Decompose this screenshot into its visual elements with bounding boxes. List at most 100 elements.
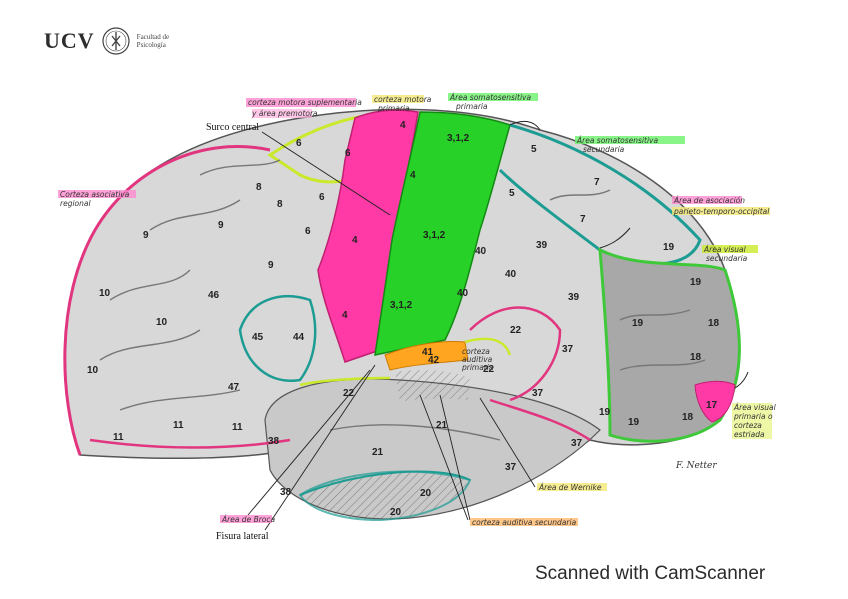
area-37: 37 [505, 462, 517, 473]
area-38: 38 [268, 436, 280, 447]
area-4: 4 [352, 235, 358, 246]
area-37: 37 [562, 344, 574, 355]
area-18: 18 [708, 318, 720, 329]
logo-subtitle-line1: Facultad de [136, 33, 170, 41]
ann-auditiva2: corteza auditiva secundaria [472, 518, 577, 527]
ann-visual2-1: Área visual [703, 245, 747, 254]
area-9: 9 [218, 220, 224, 231]
ann-auditiva1-3: primaria [461, 363, 494, 372]
ucv-logo: UCV Facultad de Psicología [44, 26, 177, 56]
area-10: 10 [156, 317, 168, 328]
ann-somato-2: primaria [455, 102, 488, 111]
ann-motora-2: primaria [377, 104, 410, 113]
lime-temporal-border [299, 337, 512, 387]
area-22: 22 [343, 388, 355, 399]
superior-temporal-hatch [395, 370, 470, 402]
ann-visual1-3: corteza [734, 421, 762, 430]
area-21: 21 [436, 420, 448, 431]
striate-area-17 [694, 380, 736, 423]
ann-motora-1: corteza motora [374, 95, 432, 104]
label-surco-central: Surco central [206, 122, 259, 133]
annotations: corteza motora suplementaria y área prem… [58, 93, 777, 527]
area-20: 20 [420, 488, 432, 499]
inferior-parietal-border [469, 306, 562, 402]
area-7: 7 [594, 177, 600, 188]
area-8: 8 [256, 182, 262, 193]
ucv-seal-icon [102, 27, 130, 55]
area-11: 11 [113, 432, 124, 443]
area-40: 40 [505, 269, 517, 280]
leader-lines [247, 120, 541, 531]
parietal-teal-border [498, 123, 702, 266]
area-4: 4 [342, 310, 348, 321]
area-22: 22 [483, 364, 495, 375]
logo-text: UCV [44, 28, 95, 53]
area-38: 38 [280, 487, 292, 498]
ann-visual2-2: secundaria [706, 254, 748, 263]
area-37: 37 [532, 388, 544, 399]
ann-asoc-regional-2: regional [60, 199, 91, 208]
netter-signature: F. Netter [675, 461, 717, 471]
area-19: 19 [663, 242, 675, 253]
scanner-watermark: Scanned with CamScanner [535, 563, 766, 584]
frontal-lower-border [89, 438, 291, 449]
area-7: 7 [580, 214, 586, 225]
brain-diagram: 4 4 4 4 3,1,2 3,1,2 3,1,2 6 6 6 6 8 8 9 … [58, 93, 777, 542]
ann-visual1-2: primaria o [733, 412, 773, 421]
area-41: 41 [422, 347, 434, 358]
area-10: 10 [87, 365, 99, 376]
gyri-texture [99, 159, 706, 441]
area-8: 8 [277, 199, 283, 210]
frontal-pink-border [63, 145, 271, 456]
area-4: 4 [400, 120, 406, 131]
area-4: 4 [410, 170, 416, 181]
ann-visual1-4: estriada [734, 430, 765, 439]
logo-subtitle-line2: Psicología [136, 41, 166, 49]
area-6: 6 [345, 148, 351, 159]
area-40: 40 [457, 288, 469, 299]
area-312: 3,1,2 [447, 133, 470, 144]
ann-asociacion-1: Área de asociación [673, 196, 745, 205]
area-46: 46 [208, 290, 220, 301]
ann-somato2-1: Área somatosensitiva [576, 136, 658, 145]
area-19: 19 [599, 407, 611, 418]
area-39: 39 [536, 240, 548, 251]
area-312: 3,1,2 [390, 300, 413, 311]
area-21: 21 [372, 447, 384, 458]
area-5: 5 [531, 144, 537, 155]
area-312: 3,1,2 [423, 230, 446, 241]
somatosensory-cortex [374, 111, 511, 356]
auditory-cortex [384, 341, 469, 371]
ann-asoc-regional-1: Corteza asociativa [60, 190, 130, 199]
area-39: 39 [568, 292, 580, 303]
area-11: 11 [232, 422, 243, 433]
ann-somato-1: Área somatosensitiva [449, 93, 531, 102]
area-37: 37 [571, 438, 583, 449]
area-19: 19 [632, 318, 644, 329]
area-numbers: 4 4 4 4 3,1,2 3,1,2 3,1,2 6 6 6 6 8 8 9 … [87, 120, 720, 518]
area-44: 44 [293, 332, 305, 343]
area-17: 17 [706, 400, 718, 411]
area-19: 19 [690, 277, 702, 288]
ann-broca: Área de Broca [221, 515, 276, 524]
temporal-pink-border [489, 398, 591, 442]
area-42: 42 [428, 355, 440, 366]
ann-asociacion-2: parieto-temporo-occipital [673, 207, 770, 216]
ann-somato2-2: secundaria [583, 145, 625, 154]
area-9: 9 [268, 260, 274, 271]
ann-auditiva1-2: auditiva [462, 355, 493, 364]
logo-subtitle: Facultad de Psicología [137, 33, 177, 49]
area-19: 19 [628, 417, 640, 428]
area-5: 5 [509, 188, 515, 199]
label-fisura-lateral: Fisura lateral [216, 531, 269, 542]
temporal-teal-border [299, 470, 471, 496]
ann-suplementaria-2: y área premotora [251, 109, 318, 118]
area-47: 47 [228, 382, 240, 393]
area-20: 20 [390, 507, 402, 518]
area-10: 10 [99, 288, 111, 299]
area-9: 9 [143, 230, 149, 241]
area-6: 6 [305, 226, 311, 237]
ann-visual1-1: Área visual [733, 403, 777, 412]
area-6: 6 [296, 138, 302, 149]
ann-suplementaria-1: corteza motora suplementaria [248, 98, 362, 107]
